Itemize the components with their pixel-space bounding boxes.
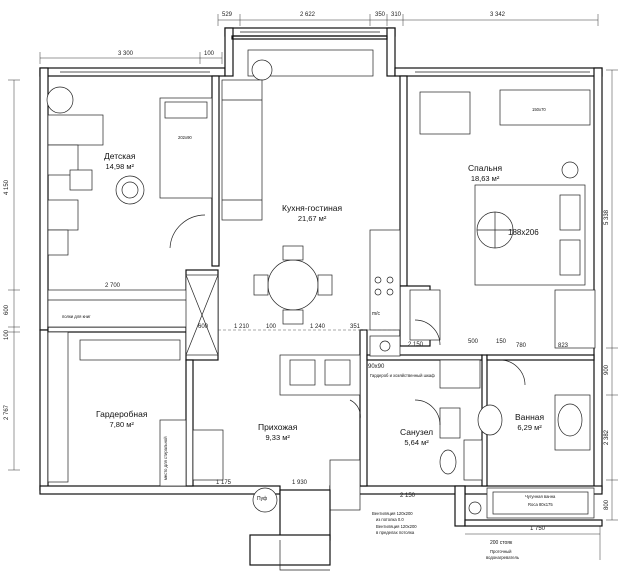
wardrobe-note: место для стиральной — [163, 436, 168, 480]
dim-529: 529 — [222, 12, 233, 18]
kids-room-furniture — [46, 86, 213, 328]
room-label-wardrobe: Гардеробная 7,80 м² — [96, 410, 147, 428]
room-name: Гардеробная — [96, 409, 148, 419]
pouf-label: Пуф — [257, 496, 268, 502]
room-label-hall: Прихожая 9,33 м² — [258, 423, 297, 441]
wardrobe-hall-furniture — [47, 274, 361, 566]
vent-note-1: Вентиляция 120x200 — [372, 511, 413, 516]
dimension-lines — [8, 14, 618, 560]
dim-1240: 1 240 — [310, 324, 326, 330]
room-name: Ванная — [515, 412, 545, 422]
dim-2700: 2 700 — [105, 283, 121, 289]
dim-351: 351 — [350, 324, 361, 330]
dim-3342: 3 342 — [490, 12, 506, 18]
dim-4150: 4 150 — [4, 179, 10, 195]
dim-3300: 3 300 — [118, 51, 134, 57]
dim-150: 150 — [496, 339, 507, 345]
bathroom-fixtures — [439, 359, 595, 519]
room-name: Кухня-гостиная — [282, 203, 343, 213]
riser-label: 200 стояк — [490, 540, 513, 546]
room-name: Детская — [104, 151, 136, 161]
dim-310: 310 — [391, 12, 402, 18]
kids-bed-size: 202x90 — [178, 135, 192, 140]
bathtub-label-2: Roca 80x175 — [528, 502, 553, 507]
room-label-bedroom: Спальня 18,63 м² — [468, 164, 502, 182]
dim-500: 500 — [468, 339, 479, 345]
dim-2150: 2 150 — [408, 342, 424, 348]
room-area: 5,64 м² — [404, 437, 429, 447]
dim-100-b: 100 — [266, 324, 277, 330]
room-name: Спальня — [468, 163, 503, 173]
dim-2767: 2 767 — [4, 404, 10, 420]
shower-size: 90x90 — [368, 364, 385, 370]
dim-800: 800 — [604, 499, 610, 510]
room-area: 9,33 м² — [265, 432, 290, 442]
room-area: 7,80 м² — [109, 419, 134, 429]
dim-2150-b: 2 150 — [400, 493, 416, 499]
doors — [169, 214, 526, 571]
room-area: 14,98 м² — [105, 161, 134, 171]
dim-1930: 1 930 — [292, 480, 308, 486]
vent-note-3: Вентиляция 120x200 — [376, 524, 417, 529]
dim-900: 900 — [604, 364, 610, 375]
bedroom-furniture — [409, 89, 596, 349]
shelves-label: полки для книг — [62, 314, 91, 319]
vent-note-2: из потолка 0.0 — [376, 517, 404, 522]
dim-5338: 5 338 — [604, 209, 610, 225]
room-label-wc: Санузел 5,64 м² — [400, 428, 433, 446]
dim-2622: 2 622 — [300, 12, 316, 18]
dim-2382: 2 382 — [604, 429, 610, 445]
riser-note-2: водонагреватель — [486, 555, 520, 560]
room-label-kids: Детская 14,98 м² — [104, 152, 136, 170]
room-area: 21,67 м² — [297, 213, 327, 223]
dim-780: 780 — [516, 343, 527, 349]
room-name: Санузел — [400, 427, 434, 437]
dim-1210: 1 210 — [234, 324, 250, 330]
dim-100: 100 — [204, 51, 215, 57]
dim-1750: 1 750 — [530, 526, 546, 532]
dim-600: 600 — [4, 304, 10, 315]
room-area: 6,29 м² — [517, 422, 542, 432]
washer-note: Гардероб и хозяйственный шкаф — [370, 373, 435, 378]
bathtub-label-1: Чугунная ванна — [525, 494, 556, 499]
dim-1175: 1 175 — [216, 480, 232, 486]
dim-823: 823 — [558, 343, 569, 349]
bedroom-bed-size: 188x206 — [508, 228, 539, 237]
desk-size: 150x70 — [532, 107, 546, 112]
dim-350: 350 — [375, 12, 386, 18]
room-label-kitchen: Кухня-гостиная 21,67 м² — [282, 204, 342, 222]
kitchen-furniture — [218, 49, 401, 396]
room-area: 18,63 м² — [470, 173, 500, 183]
room-label-bath: Ванная 6,29 м² — [515, 413, 544, 431]
room-name: Прихожая — [258, 422, 298, 432]
vent-note-4: в пределах потолка — [376, 530, 415, 535]
riser-note-1: Проточный — [490, 549, 512, 554]
dim-600-b: 600 — [198, 324, 209, 330]
dim-100-left: 100 — [4, 329, 10, 340]
mc-label: m/c — [372, 311, 381, 317]
